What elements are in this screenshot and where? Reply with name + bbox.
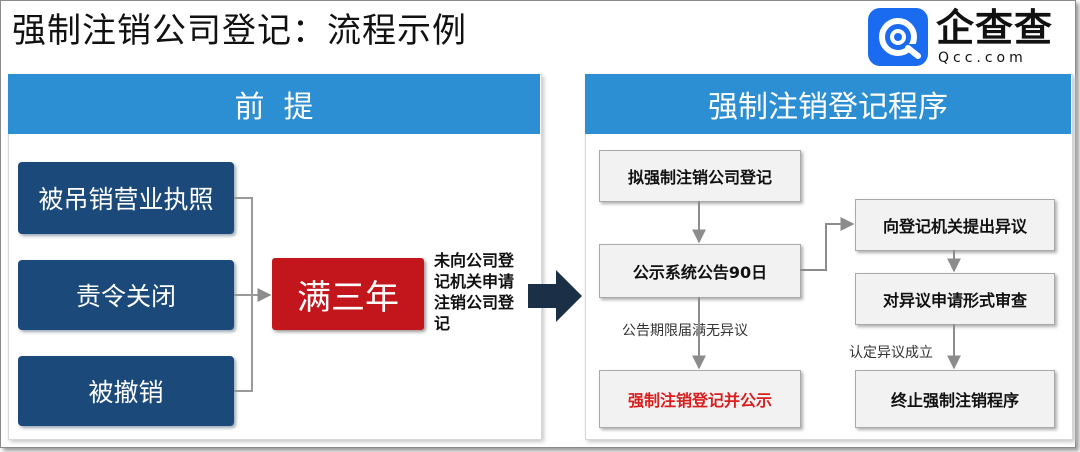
step-objection: 向登记机关提出异议 [855, 199, 1055, 251]
premise-bracket [234, 197, 272, 392]
page-title: 强制注销公司登记：流程示例 [12, 11, 467, 51]
step-terminate: 终止强制注销程序 [855, 370, 1055, 428]
step-register: 强制注销登记并公示 [599, 370, 801, 428]
three-years-box: 满三年 [272, 258, 424, 330]
step-announce: 公示系统公告90日 [599, 244, 801, 298]
no-objection-label: 公告期限届满无异议 [622, 323, 748, 339]
logo-domain: Qcc.com [938, 50, 1027, 66]
revoked-license-box: 被吊销营业执照 [18, 162, 234, 234]
revoked-box: 被撤销 [18, 356, 234, 426]
ordered-closed-box: 责令关闭 [18, 260, 234, 330]
big-arrow [528, 270, 582, 322]
step-draft: 拟强制注销公司登记 [599, 150, 801, 202]
arrow-announce-objection [800, 217, 855, 271]
procedure-header: 强制注销登记程序 [585, 74, 1071, 134]
brand-logo: 企查查 Qcc.com [868, 6, 1068, 68]
objection-valid-label: 认定异议成立 [849, 345, 933, 361]
premise-header: 前 提 [8, 74, 540, 134]
condition-note: 未向公司登记机关申请注销公司登记 [434, 251, 515, 333]
qcc-logo-icon [868, 8, 928, 66]
logo-name: 企查查 [936, 6, 1054, 50]
step-review: 对异议申请形式审查 [855, 273, 1055, 325]
